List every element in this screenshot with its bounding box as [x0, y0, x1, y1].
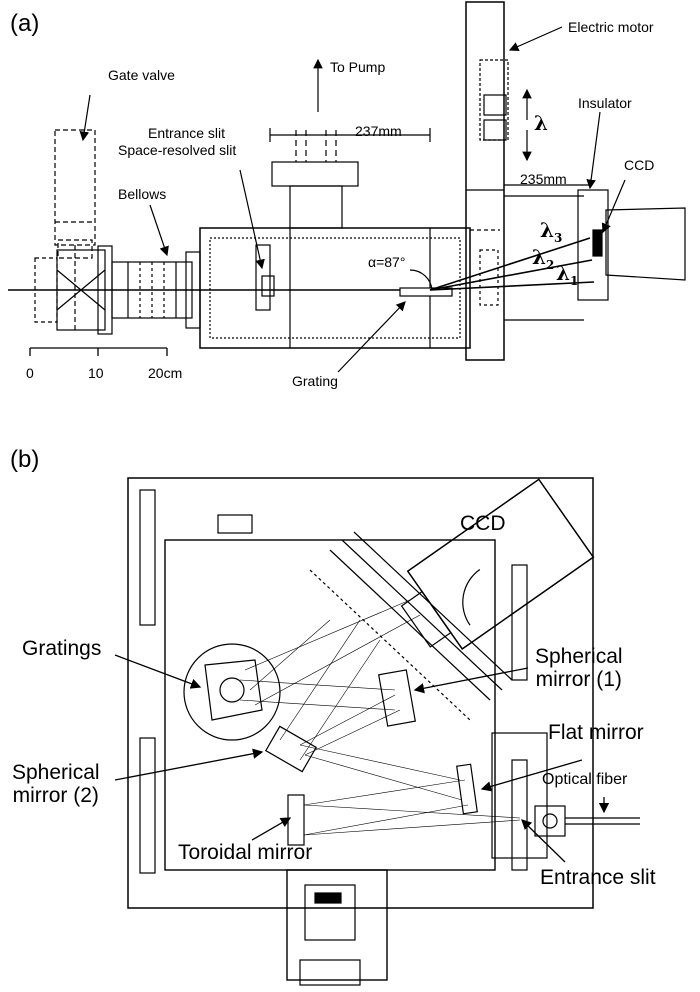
panel-a-tag: (a) — [10, 10, 40, 37]
panel-b-tag: (b) — [10, 446, 40, 473]
label-gate-valve: Gate valve — [108, 67, 175, 83]
panel-a-drawing — [8, 1, 686, 373]
inner-housing — [164, 539, 496, 871]
ccd-mount-drawing — [309, 531, 513, 721]
spherical-mirror-1-line1: Spherical — [535, 645, 623, 668]
entry-port-drawing — [34, 245, 113, 335]
scale-tick-20cm: 20cm — [148, 365, 183, 381]
label-space-resolved-slit: Space-resolved slit — [118, 142, 237, 158]
pump-port-drawing — [271, 58, 359, 229]
wavelength-drive — [286, 869, 388, 981]
bellows-drawing — [111, 251, 201, 329]
ccd-body-drawing — [400, 478, 595, 651]
label-entrance-slit-b: Entrance slit — [540, 866, 656, 889]
gratings-turret — [183, 643, 281, 741]
scale-tick-0: 0 — [26, 365, 34, 381]
base-plate — [127, 477, 594, 909]
spherical-mirror-2-line2: mirror (2) — [12, 784, 99, 807]
panel-b-leaders — [114, 654, 610, 863]
label-ccd-a: CCD — [624, 157, 655, 173]
label-toroidal-mirror: Toroidal mirror — [178, 841, 313, 864]
gate-valve-drawing — [54, 129, 96, 330]
label-dim-237: 237mm — [355, 123, 402, 139]
spherical-mirror-1-line2: mirror (1) — [535, 668, 622, 691]
scale-bar — [29, 347, 168, 356]
label-lambda2: λ2 — [532, 245, 555, 272]
label-ccd-b: CCD — [460, 512, 506, 535]
label-flat-mirror: Flat mirror — [548, 721, 644, 744]
panel-b-drawing — [114, 477, 640, 986]
label-lambda3: λ3 — [540, 218, 563, 245]
label-gratings: Gratings — [22, 637, 102, 660]
label-grating: Grating — [292, 373, 338, 389]
label-alpha: α=87° — [368, 254, 406, 270]
motor-column-drawing — [465, 1, 509, 361]
label-spherical-mirror-1: Spherical mirror (1) — [535, 646, 623, 690]
ray-paths — [239, 599, 521, 836]
label-optical-fiber: Optical fiber — [542, 771, 628, 788]
label-bellows: Bellows — [118, 186, 167, 202]
label-electric-motor: Electric motor — [568, 19, 654, 35]
label-spherical-mirror-2: Spherical mirror (2) — [12, 762, 100, 806]
label-insulator: Insulator — [578, 95, 632, 111]
detector-arm-drawing — [504, 184, 686, 321]
label-lambda: λ — [534, 111, 549, 135]
diffracted-rays — [429, 237, 595, 291]
scale-tick-10: 10 — [88, 365, 104, 381]
panel-a-leaders — [79, 26, 626, 373]
label-lambda1: λ1 — [556, 261, 579, 288]
label-entrance-slit-a: Entrance slit — [148, 125, 226, 141]
spectrometer-chamber-drawing — [199, 227, 471, 349]
spherical-mirror-2-line1: Spherical — [12, 761, 100, 784]
label-to-pump: To Pump — [330, 59, 386, 75]
label-dim-235: 235mm — [520, 171, 567, 187]
